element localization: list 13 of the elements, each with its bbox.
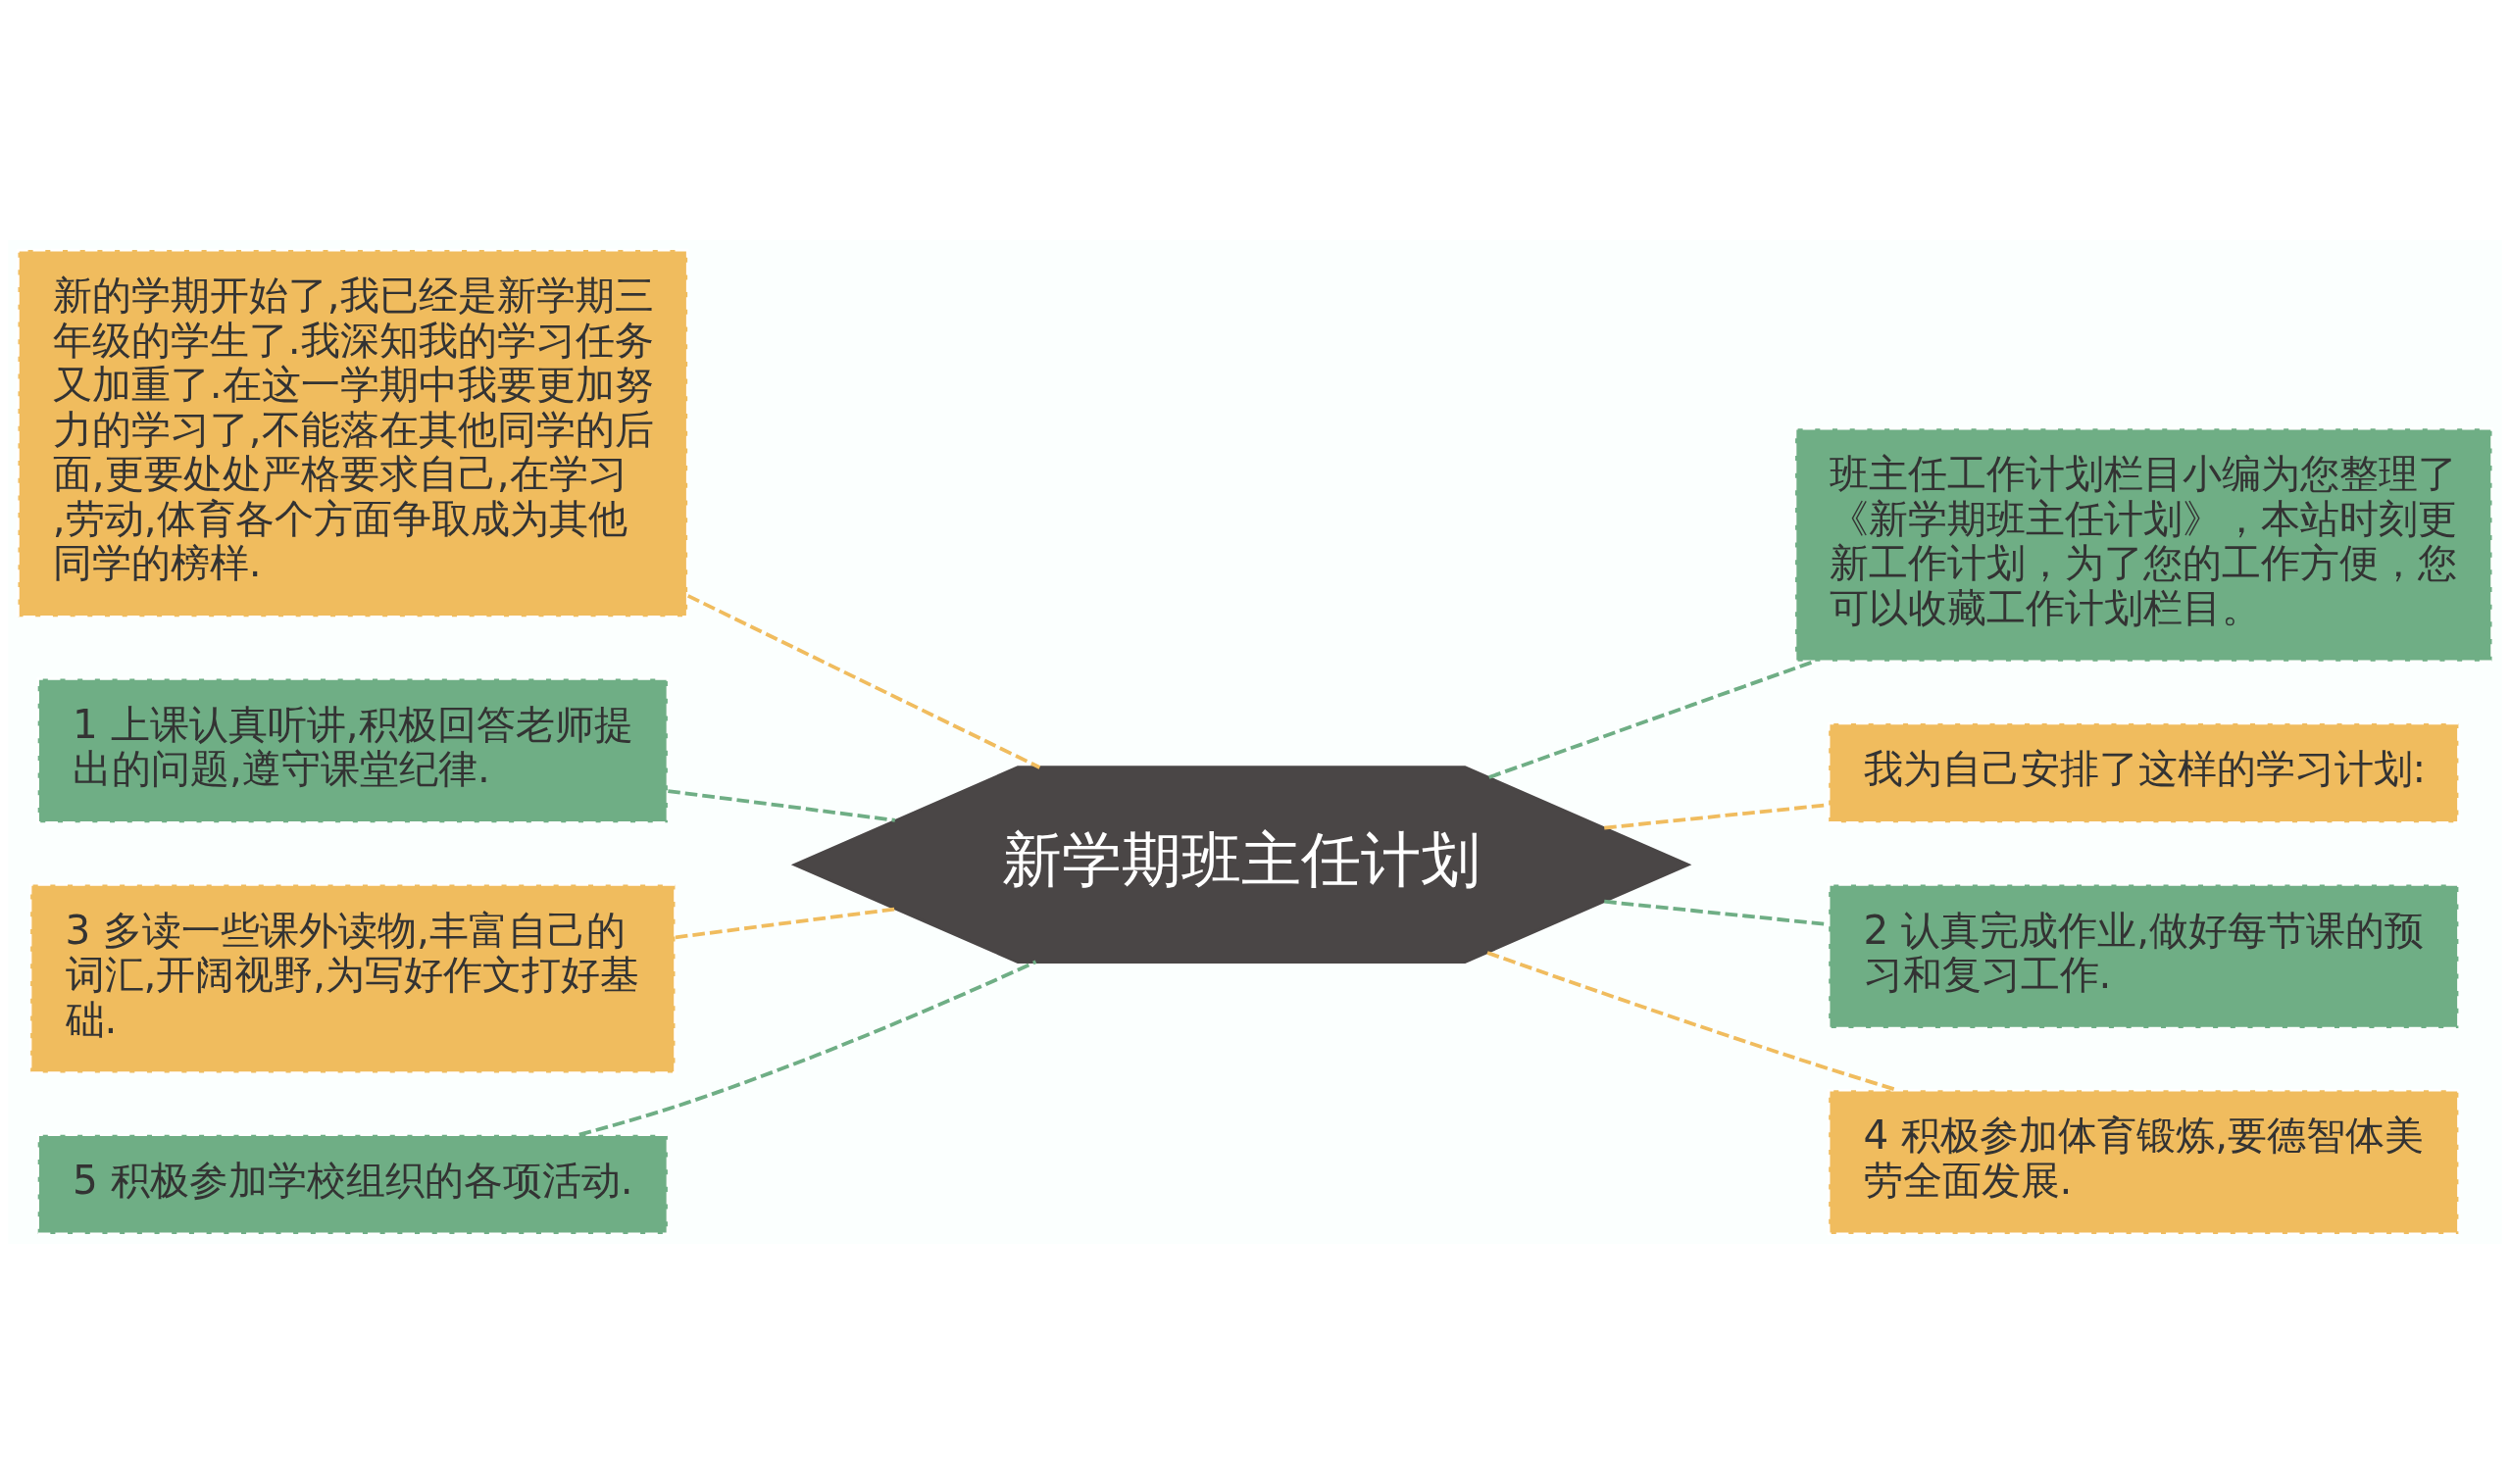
- node-box: 新的学期开始了,我已经是新学期三年级的学生了.我深知我的学习任务又加重了.在这一学期中我要更加努力的学习了,不能落在其他同学的后面,更要处处严格要求自己,在学习,劳动,体育各个方面争取成为其他同学的榜样.: [17, 248, 689, 618]
- connector: [578, 960, 1037, 1137]
- node-box: 3 多读一些课外读物,丰富自己的词汇,开阔视野,为写好作文打好基础.: [28, 883, 677, 1074]
- node-box: 1 上课认真听讲,积极回答老师提出的问题,遵守课堂纪律.: [36, 677, 670, 824]
- node-box: 4 积极参加体育锻炼,要德智体美劳全面发展.: [1827, 1088, 2460, 1236]
- connector: [675, 907, 896, 940]
- node-box: 班主任工作计划栏目小编为您整理了《新学期班主任计划》，本站时刻更新工作计划，为了您的工作方便，您可以收藏工作计划栏目。: [1793, 426, 2493, 664]
- node-box: 5 积极参加学校组织的各项活动.: [36, 1133, 670, 1236]
- connector: [1488, 660, 1815, 779]
- connector: [686, 594, 1041, 769]
- node-box: 我为自己安排了这样的学习计划:: [1827, 721, 2460, 824]
- connector: [668, 789, 896, 822]
- node-box: 2 认真完成作业,做好每节课的预习和复习工作.: [1827, 883, 2460, 1030]
